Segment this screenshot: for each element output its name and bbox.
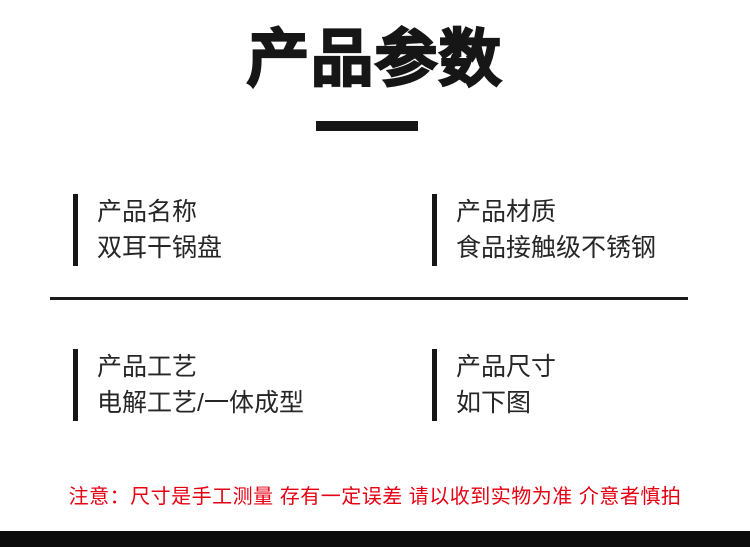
vertical-accent-bar xyxy=(73,349,78,421)
spec-item-product-material: 产品材质 食品接触级不锈钢 xyxy=(432,194,656,266)
spec-text: 产品名称 双耳干锅盘 xyxy=(97,194,222,266)
vertical-accent-bar xyxy=(432,194,437,266)
spec-text: 产品工艺 电解工艺/一体成型 xyxy=(97,349,304,421)
spec-label: 产品尺寸 xyxy=(456,353,557,381)
spec-value: 电解工艺/一体成型 xyxy=(97,389,304,417)
spec-label: 产品材质 xyxy=(456,198,557,226)
spec-value: 双耳干锅盘 xyxy=(97,234,223,262)
spec-label: 产品名称 xyxy=(97,198,198,226)
disclaimer-notice: 注意：尺寸是手工测量 存有一定误差 请以收到实物为准 介意者慎拍 xyxy=(68,486,682,508)
vertical-accent-bar xyxy=(432,349,437,421)
vertical-accent-bar xyxy=(73,194,78,266)
title-underline xyxy=(316,121,418,131)
spec-value: 食品接触级不锈钢 xyxy=(456,234,657,262)
row-divider xyxy=(50,297,688,300)
page-header: 产品参数 xyxy=(0,0,750,98)
spec-text: 产品材质 食品接触级不锈钢 xyxy=(456,194,656,266)
spec-label: 产品工艺 xyxy=(97,353,198,381)
spec-item-product-size: 产品尺寸 如下图 xyxy=(432,349,556,421)
spec-value: 如下图 xyxy=(456,389,532,417)
spec-item-product-craft: 产品工艺 电解工艺/一体成型 xyxy=(73,349,304,421)
spec-text: 产品尺寸 如下图 xyxy=(456,349,556,421)
page-title: 产品参数 xyxy=(246,24,503,95)
spec-item-product-name: 产品名称 双耳干锅盘 xyxy=(73,194,222,266)
footer-black-bar xyxy=(0,531,750,547)
